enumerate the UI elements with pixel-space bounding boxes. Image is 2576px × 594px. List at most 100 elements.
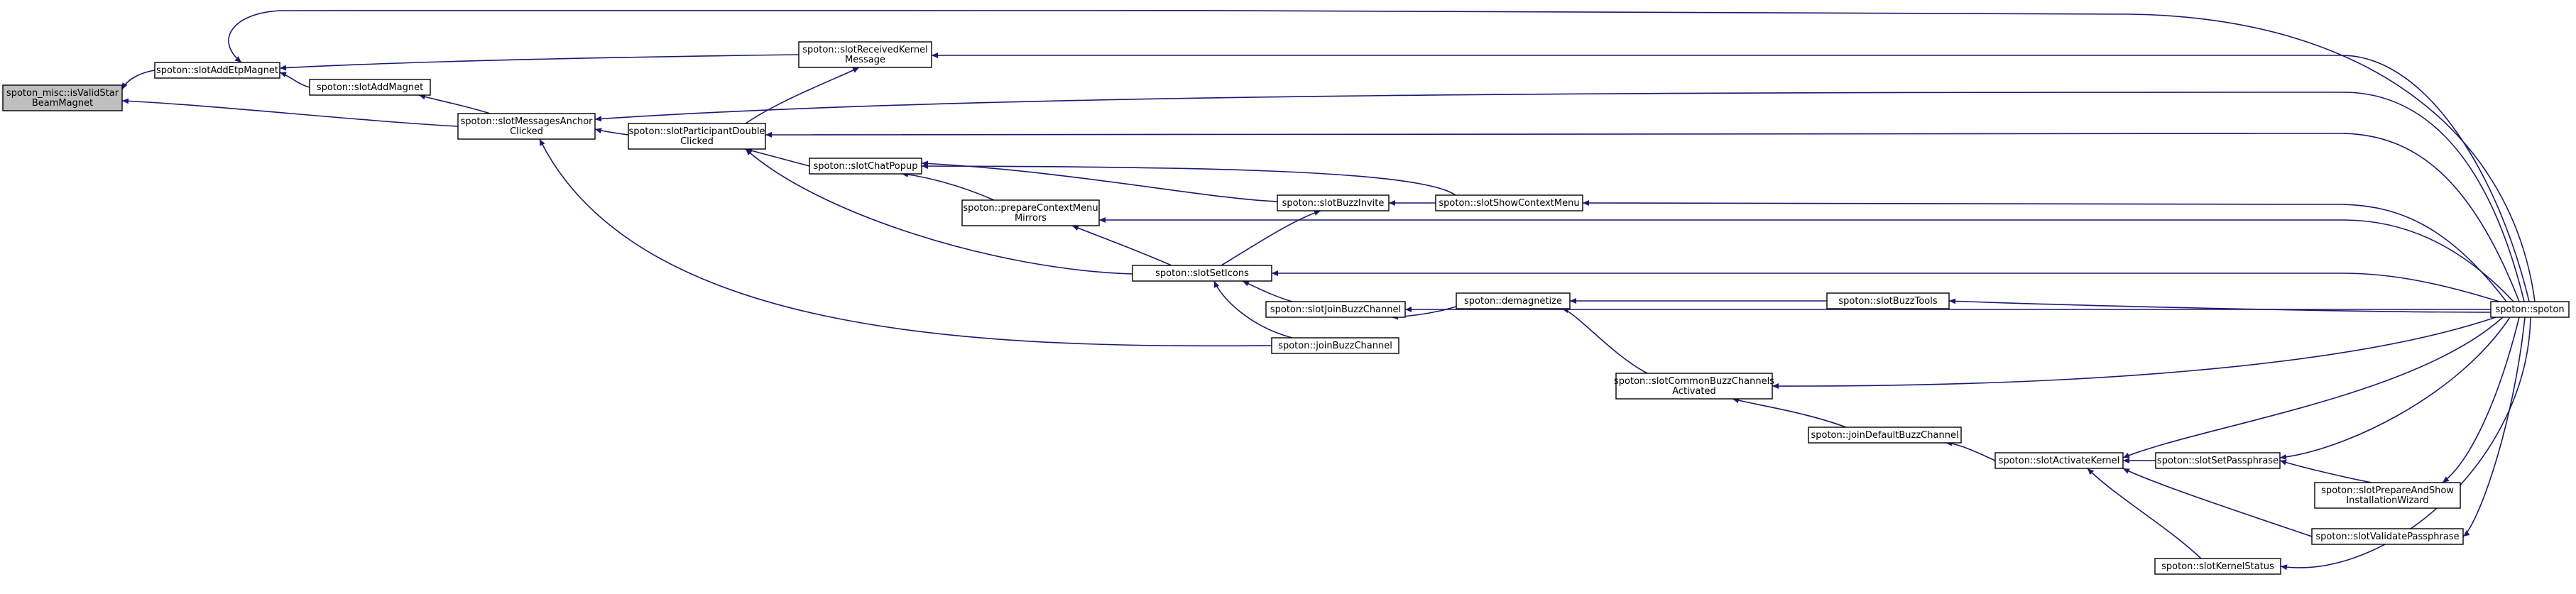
node-label: spoton::joinBuzzChannel — [1278, 341, 1392, 351]
node-label: Activated — [1672, 386, 1716, 397]
node-box — [961, 199, 1100, 226]
graph-node[interactable]: spoton::slotJoinBuzzChannel — [1265, 301, 1406, 318]
node-box — [2311, 528, 2464, 545]
node-box — [1265, 301, 1406, 318]
call-edge — [1945, 440, 1996, 461]
graph-node[interactable]: spoton::slotKernelStatus — [2154, 558, 2281, 575]
graph-node[interactable]: spoton::slotActivateKernel — [1994, 452, 2124, 469]
node-box — [798, 41, 932, 68]
graph-node[interactable]: spoton::demagnetize — [1456, 292, 1571, 309]
call-edge — [539, 138, 1272, 347]
call-edge — [1948, 298, 2493, 313]
node-label: spoton::slotMessagesAnchor — [460, 116, 593, 127]
call-edge — [1071, 225, 1172, 266]
node-label: InstallationWizard — [2346, 495, 2428, 506]
call-edge — [1582, 200, 2507, 302]
graph-node[interactable]: spoton::slotChatPopup — [809, 158, 922, 175]
graph-node[interactable]: spoton::joinBuzzChannel — [1271, 337, 1399, 354]
call-edge — [2279, 317, 2511, 460]
call-edge — [279, 54, 799, 71]
call-edge — [2087, 468, 2202, 559]
call-edge — [2122, 317, 2504, 458]
node-label: spoton::slotParticipantDouble — [628, 126, 765, 137]
node-box — [1808, 427, 1962, 444]
node-box — [1456, 292, 1571, 309]
node-box — [457, 113, 596, 140]
node-box — [1615, 373, 1773, 400]
node-label: spoton::slotSetIcons — [1155, 268, 1249, 279]
call-edge — [1732, 397, 1847, 428]
call-edge — [921, 163, 1456, 196]
call-edge — [1099, 217, 2514, 302]
call-edge — [745, 148, 1133, 275]
node-box — [2155, 452, 2281, 469]
node-box — [309, 79, 431, 96]
call-edge — [2279, 459, 2372, 483]
node-box — [1132, 265, 1272, 282]
node-label: BeamMagnet — [32, 98, 93, 109]
node-label: Clicked — [510, 126, 543, 137]
graph-node[interactable]: spoton::slotAddEtpMagnet — [154, 62, 280, 79]
call-edge — [1221, 209, 1321, 266]
node-label: Clicked — [680, 136, 714, 147]
node-label: spoton_misc::isValidStar — [6, 88, 119, 99]
graph-node[interactable]: spoton::slotSetIcons — [1132, 265, 1272, 282]
node-label: Message — [845, 55, 885, 65]
call-edge — [2122, 468, 2313, 537]
call-edge — [2442, 317, 2520, 483]
node-label: spoton::slotJoinBuzzChannel — [1270, 304, 1401, 315]
call-edge — [921, 160, 1278, 202]
call-edge — [932, 53, 2530, 302]
graph-node[interactable]: spoton::slotSetPassphrase — [2155, 452, 2281, 469]
call-edge — [2462, 317, 2526, 537]
node-label: spoton::slotReceivedKernel — [802, 45, 927, 55]
graph-node[interactable]: spoton::spoton — [2490, 301, 2570, 318]
call-edge — [1242, 280, 1293, 302]
call-edge — [121, 70, 155, 90]
node-label: spoton::spoton — [2495, 304, 2564, 315]
graph-node[interactable]: spoton::slotShowContextMenu — [1435, 194, 1583, 211]
node-box — [628, 123, 766, 150]
node-label: Mirrors — [1015, 213, 1047, 224]
call-edge — [594, 92, 2525, 302]
graph-node[interactable]: spoton::slotBuzzTools — [1826, 292, 1950, 309]
node-label: spoton::slotBuzzInvite — [1282, 198, 1385, 209]
graph-node[interactable]: spoton::slotBuzzInvite — [1277, 194, 1390, 211]
call-edge — [279, 72, 310, 88]
call-edge — [228, 9, 2536, 302]
graph-node[interactable]: spoton::joinDefaultBuzzChannel — [1808, 427, 1962, 444]
node-label: spoton::slotChatPopup — [814, 161, 918, 172]
node-label: spoton::prepareContextMenu — [963, 203, 1098, 214]
node-label: spoton::slotSetPassphrase — [2157, 456, 2278, 466]
node-label: spoton::slotShowContextMenu — [1439, 198, 1579, 209]
call-edge — [1561, 307, 1648, 374]
node-box — [2, 84, 123, 111]
node-box — [1826, 292, 1950, 309]
node-box — [2314, 482, 2461, 509]
call-edge — [1772, 317, 2496, 390]
node-box — [1435, 194, 1583, 211]
graph-node[interactable]: spoton::slotValidatePassphrase — [2311, 528, 2464, 545]
node-box — [809, 158, 922, 175]
graph-node[interactable]: spoton::slotPrepareAndShowInstallationWi… — [2314, 482, 2461, 509]
graph-node[interactable]: spoton::slotAddMagnet — [309, 79, 431, 96]
call-edge — [121, 98, 459, 127]
node-label: spoton::slotAddEtpMagnet — [156, 65, 278, 76]
node-box — [1271, 337, 1399, 354]
node-box — [2154, 558, 2281, 575]
edges-layer — [121, 9, 2536, 571]
call-edge — [1213, 280, 1293, 339]
node-label: spoton::demagnetize — [1464, 296, 1562, 307]
node-label: spoton::slotActivateKernel — [1999, 456, 2120, 466]
call-edge — [901, 171, 995, 201]
node-label: spoton::slotKernelStatus — [2161, 561, 2274, 572]
node-label: spoton::slotPrepareAndShow — [2321, 485, 2454, 496]
node-label: spoton::joinDefaultBuzzChannel — [1811, 430, 1958, 441]
